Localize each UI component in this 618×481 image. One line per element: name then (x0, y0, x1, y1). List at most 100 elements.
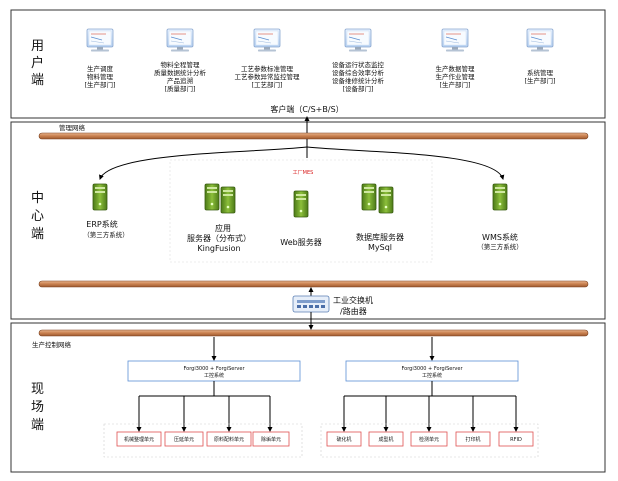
management-network-pipe (38, 132, 589, 140)
terminal-3: 工艺参数标准管理 工艺参数异常监控管理 [工艺部门] (235, 28, 301, 89)
mes-title: 工厂MES (293, 170, 314, 176)
terminal-6: 系统管理 [生产部门] (524, 28, 556, 85)
wms-link (306, 146, 505, 180)
field-unit: RFID (498, 431, 534, 447)
field-unit: 机械整理单元 (116, 431, 162, 447)
svg-text:工控系统: 工控系统 (204, 372, 224, 379)
svg-text:ERP系统: ERP系统 (86, 219, 117, 229)
svg-text:系统管理: 系统管理 (527, 68, 554, 77)
server-icon (293, 190, 309, 218)
svg-text:服务器（分布式）: 服务器（分布式） (187, 233, 251, 243)
svg-text:中: 中 (31, 191, 45, 206)
server-icon (378, 186, 394, 214)
svg-text:硫化机: 硫化机 (336, 436, 351, 443)
terminal-2: 物料全程管理 质量数据统计分析 产品追溯 [质量部门] (154, 28, 207, 93)
svg-text:设备维修统计分析: 设备维修统计分析 (332, 76, 385, 85)
svg-text:物料全程管理: 物料全程管理 (161, 60, 201, 69)
svg-text:工业交换机: 工业交换机 (333, 295, 373, 305)
svg-text:[质量部门]: [质量部门] (164, 84, 195, 93)
svg-text:端: 端 (31, 73, 45, 88)
center-bus-pipe (38, 280, 589, 288)
svg-text:（第三方系统）: （第三方系统） (83, 230, 129, 239)
svg-text:设备运行状态监控: 设备运行状态监控 (332, 60, 385, 69)
field-unit: 原料配料单元 (206, 431, 252, 447)
svg-text:现: 现 (31, 382, 45, 397)
field-zone-frame (10, 322, 606, 473)
terminal-5: 生产数据管理 生产作业管理 [生产部门] (436, 28, 476, 89)
server-icon (220, 186, 236, 214)
user-zone-frame (10, 9, 606, 119)
erp-server: ERP系统 （第三方系统） (83, 183, 129, 239)
field-unit: 成型机 (368, 431, 404, 447)
svg-text:Forgi3000 + ForgiServer: Forgi3000 + ForgiServer (183, 366, 245, 372)
svg-text:应用: 应用 (215, 223, 231, 233)
svg-text:端: 端 (31, 418, 45, 433)
svg-text:MySql: MySql (368, 243, 392, 252)
mes-area (169, 159, 433, 263)
svg-text:打印机: 打印机 (465, 436, 480, 443)
svg-text:用: 用 (31, 39, 45, 54)
server-icon (361, 183, 377, 211)
svg-text:机械整理单元: 机械整理单元 (124, 436, 154, 443)
svg-text:原料配料单元: 原料配料单元 (214, 436, 244, 443)
svg-text:生产调度: 生产调度 (87, 64, 114, 73)
center-zone-label: 中 心 端 (31, 191, 45, 242)
svg-text:压延单元: 压延单元 (174, 436, 194, 443)
field-unit: 压延单元 (164, 431, 204, 447)
control-gateway-right: Forgi3000 + ForgiServer 工控系统 (345, 360, 519, 382)
management-network-label: 管理网络 (59, 123, 86, 132)
svg-text:RFID: RFID (510, 437, 522, 443)
computer-icon (526, 28, 554, 52)
industrial-switch: 工业交换机 /路由器 (292, 295, 373, 316)
svg-text:[设备部门]: [设备部门] (342, 84, 373, 93)
svg-text:产品追溯: 产品追溯 (167, 76, 193, 85)
svg-text:户: 户 (31, 55, 45, 71)
svg-text:心: 心 (31, 209, 45, 224)
svg-text:工控系统: 工控系统 (422, 372, 442, 379)
svg-text:[生产部门]: [生产部门] (84, 80, 115, 89)
web-server: Web服务器 (280, 190, 322, 247)
control-gateway-left: Forgi3000 + ForgiServer 工控系统 (127, 360, 301, 382)
right-unit-links (341, 381, 519, 432)
computer-icon (344, 28, 372, 52)
svg-text:Forgi3000 + ForgiServer: Forgi3000 + ForgiServer (401, 366, 463, 372)
svg-text:工艺参数异常监控管理: 工艺参数异常监控管理 (235, 72, 301, 81)
svg-text:物料管理: 物料管理 (87, 72, 114, 81)
field-unit: 检测单元 (410, 431, 448, 447)
control-network-pipe (38, 329, 589, 337)
terminal-4: 设备运行状态监控 设备综合效率分析 设备维修统计分析 [设备部门] (332, 28, 385, 93)
user-zone-label: 用 户 端 (31, 39, 45, 88)
field-zone-label: 现 场 端 (31, 382, 45, 433)
server-icon (492, 183, 508, 211)
left-unit-links (136, 381, 273, 432)
svg-text:WMS系统: WMS系统 (482, 232, 518, 242)
svg-text:Web服务器: Web服务器 (280, 237, 321, 247)
center-zone-frame (10, 121, 606, 320)
field-unit: 除垢单元 (252, 431, 290, 447)
svg-text:质量数据统计分析: 质量数据统计分析 (154, 68, 207, 77)
svg-text:工艺参数标准管理: 工艺参数标准管理 (241, 64, 294, 73)
computer-icon (253, 28, 281, 52)
svg-text:生产数据管理: 生产数据管理 (436, 64, 476, 73)
svg-text:（第三方系统）: （第三方系统） (477, 242, 523, 251)
svg-text:[生产部门]: [生产部门] (524, 76, 555, 85)
server-icon (204, 183, 220, 211)
svg-text:/路由器: /路由器 (340, 306, 367, 316)
svg-text:场: 场 (31, 400, 45, 415)
field-unit: 硫化机 (326, 431, 362, 447)
terminal-1: 生产调度 物料管理 [生产部门] (84, 28, 116, 89)
computer-icon (441, 28, 469, 52)
computer-icon (166, 28, 194, 52)
svg-text:成型机: 成型机 (378, 436, 393, 443)
app-server: 应用 服务器（分布式） KingFusion (187, 183, 251, 253)
svg-text:[生产部门]: [生产部门] (439, 80, 470, 89)
server-icon (92, 183, 108, 211)
wms-server: WMS系统 （第三方系统） (477, 183, 523, 251)
computer-icon (86, 28, 114, 52)
control-network-label: 生产控制网络 (32, 340, 72, 349)
svg-text:KingFusion: KingFusion (197, 244, 240, 253)
field-unit: 打印机 (455, 431, 491, 447)
svg-text:端: 端 (31, 227, 45, 242)
left-units-group (103, 423, 303, 458)
